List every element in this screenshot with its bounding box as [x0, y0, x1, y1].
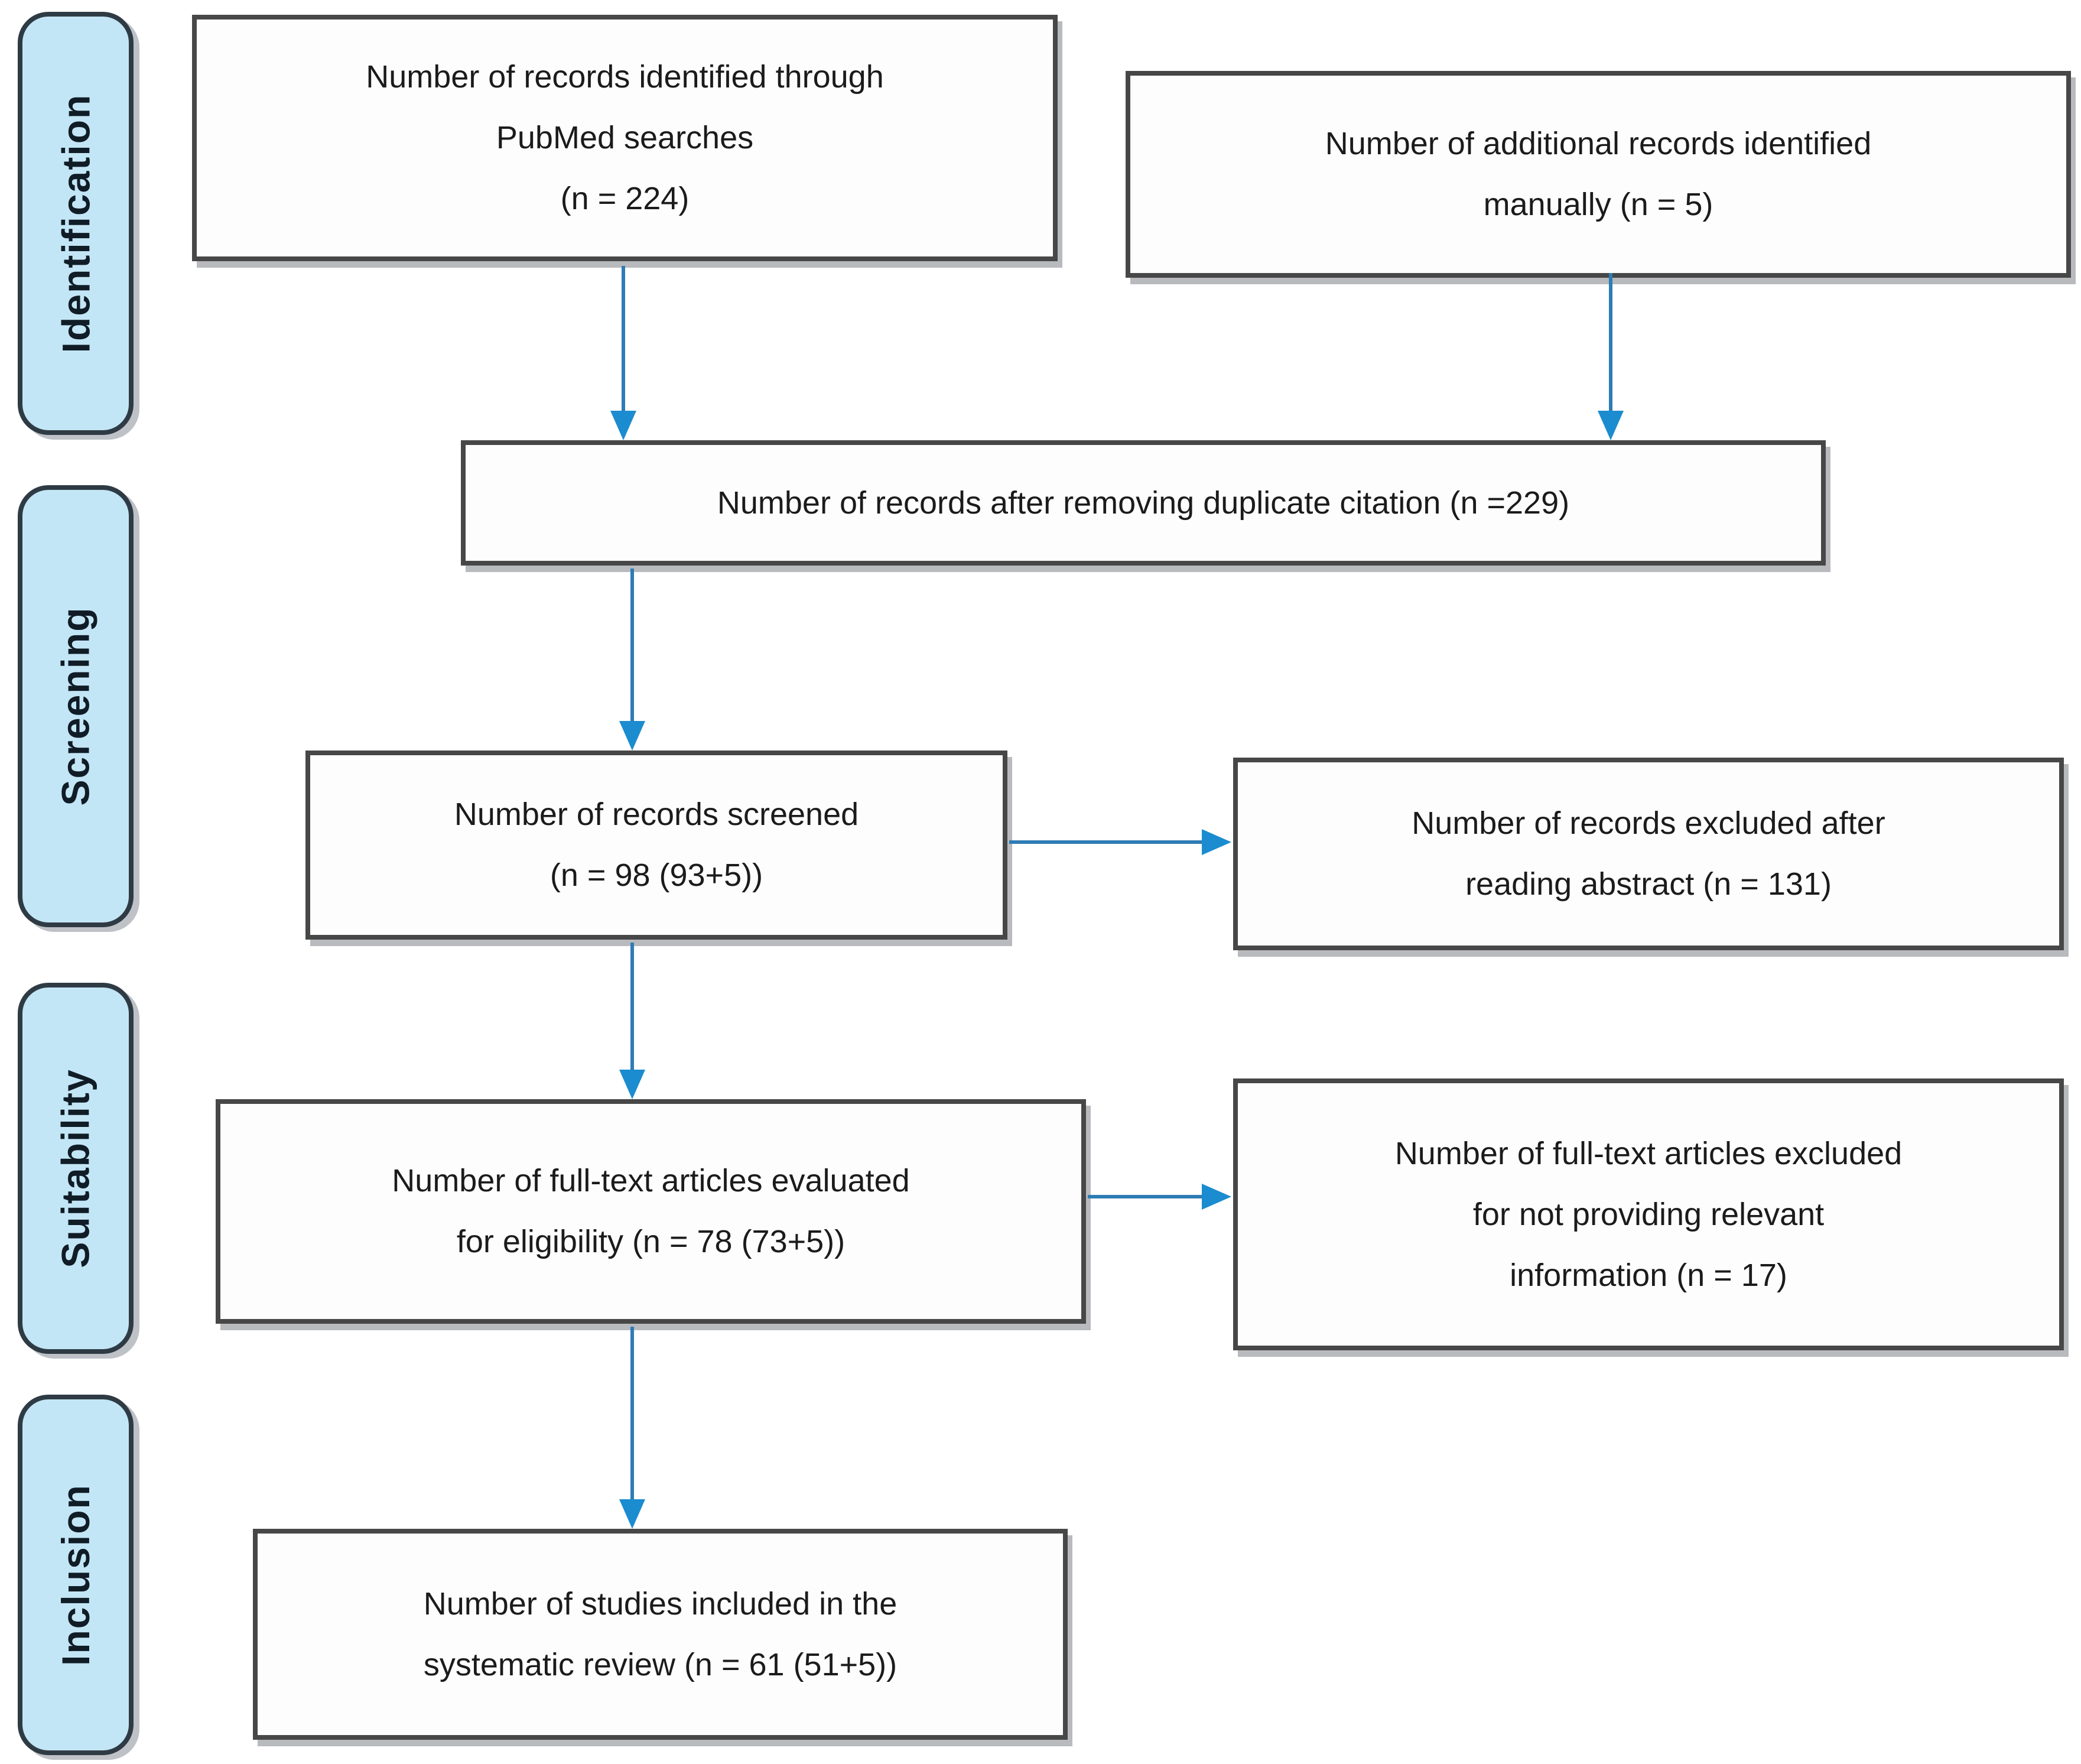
- down-arrow-icon: [618, 1327, 646, 1529]
- box-records-screened: Number of records screened (n = 98 (93+5…: [305, 751, 1007, 940]
- box-records-screened-line1: Number of records screened: [454, 797, 859, 832]
- box-additional-records-manual-line2: manually (n = 5): [1483, 187, 1713, 222]
- box-records-excluded-abstract-line2: reading abstract (n = 131): [1465, 866, 1832, 902]
- stage-suitability-label: Suitability: [54, 1068, 97, 1268]
- stage-inclusion-label: Inclusion: [54, 1484, 97, 1666]
- box-records-excluded-abstract-line1: Number of records excluded after: [1412, 805, 1885, 841]
- down-arrow-icon: [1596, 273, 1625, 440]
- arrowhead-icon: [1202, 1184, 1231, 1210]
- stage-screening-label: Screening: [54, 606, 98, 806]
- box-records-screened-line2: (n = 98 (93+5)): [549, 857, 763, 893]
- down-arrow-icon: [618, 943, 646, 1099]
- arrow-shaft: [630, 1327, 634, 1502]
- stage-suitability: Suitability: [18, 983, 134, 1354]
- stage-identification: Identification: [18, 12, 134, 435]
- stage-inclusion: Inclusion: [18, 1395, 134, 1755]
- box-records-identified-pubmed: Number of records identified through Pub…: [192, 15, 1058, 261]
- arrow-shaft: [622, 266, 625, 413]
- box-fulltext-excluded-line2: for not providing relevant: [1472, 1196, 1825, 1232]
- box-records-identified-pubmed-line3: (n = 224): [560, 181, 690, 216]
- down-arrow-icon: [609, 266, 638, 440]
- arrow-shaft: [1088, 1195, 1204, 1198]
- box-fulltext-excluded-line1: Number of full-text articles excluded: [1394, 1135, 1903, 1171]
- arrowhead-icon: [1202, 829, 1231, 855]
- box-fulltext-excluded-line3: information (n = 17): [1510, 1257, 1787, 1293]
- stage-identification-label: Identification: [54, 93, 98, 353]
- box-fulltext-excluded: Number of full-text articles excluded fo…: [1233, 1078, 2064, 1350]
- box-fulltext-evaluated: Number of full-text articles evaluated f…: [216, 1099, 1086, 1324]
- box-studies-included: Number of studies included in the system…: [253, 1529, 1068, 1740]
- box-studies-included-line2: systematic review (n = 61 (51+5)): [423, 1646, 898, 1682]
- box-records-after-deduplication-line1: Number of records after removing duplica…: [717, 485, 1570, 521]
- box-studies-included-line1: Number of studies included in the: [423, 1586, 898, 1622]
- box-records-identified-pubmed-line2: PubMed searches: [496, 120, 754, 155]
- box-records-identified-pubmed-line1: Number of records identified through: [366, 59, 884, 95]
- box-additional-records-manual-line1: Number of additional records identified: [1325, 126, 1872, 161]
- right-arrow-icon: [1009, 828, 1231, 856]
- arrow-shaft: [1009, 840, 1204, 844]
- box-records-excluded-abstract: Number of records excluded after reading…: [1233, 758, 2064, 950]
- arrowhead-icon: [610, 411, 636, 440]
- right-arrow-icon: [1088, 1183, 1231, 1211]
- box-records-after-deduplication: Number of records after removing duplica…: [461, 440, 1826, 566]
- box-fulltext-evaluated-line2: for eligibility (n = 78 (73+5)): [456, 1224, 846, 1259]
- arrow-shaft: [1609, 273, 1612, 413]
- box-fulltext-evaluated-line1: Number of full-text articles evaluated: [392, 1163, 910, 1198]
- stage-screening: Screening: [18, 485, 134, 927]
- arrowhead-icon: [619, 721, 645, 751]
- arrowhead-icon: [619, 1070, 645, 1099]
- arrow-shaft: [630, 568, 634, 723]
- arrow-shaft: [630, 943, 634, 1072]
- down-arrow-icon: [618, 568, 646, 751]
- box-additional-records-manual: Number of additional records identified …: [1126, 71, 2071, 278]
- arrowhead-icon: [619, 1499, 645, 1529]
- arrowhead-icon: [1598, 411, 1624, 440]
